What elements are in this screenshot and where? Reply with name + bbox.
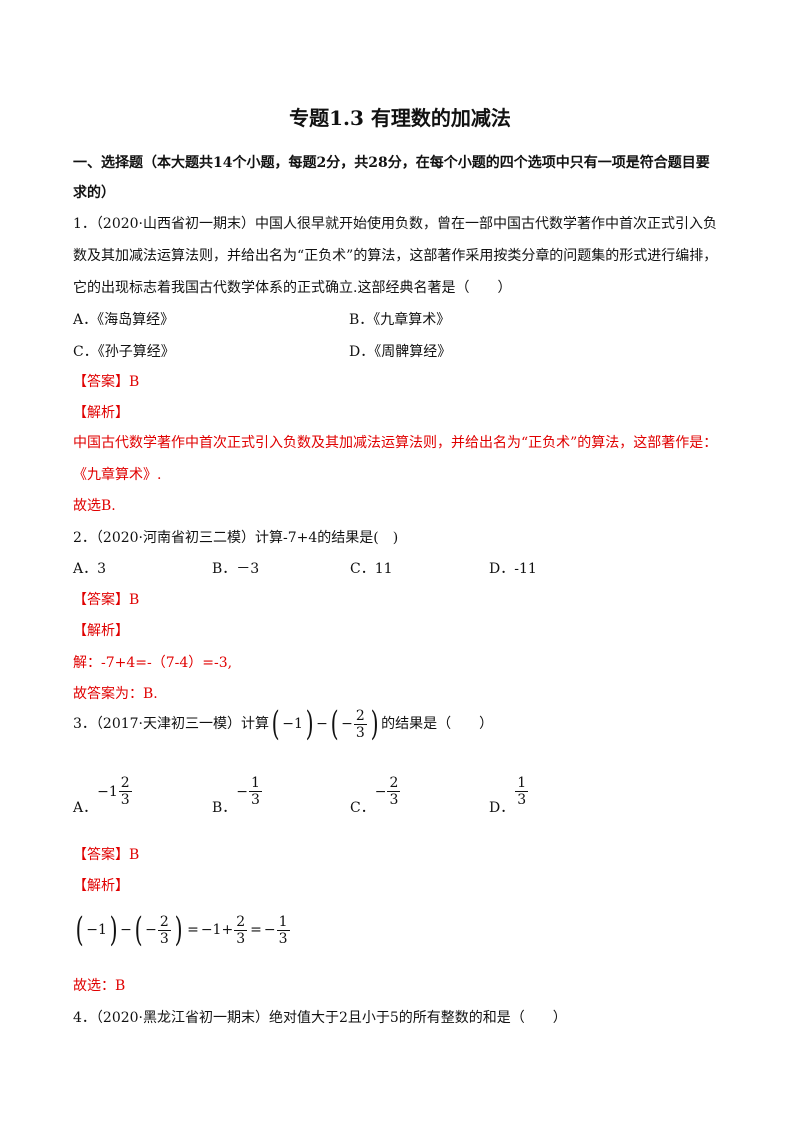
q2-explanation: 解：-7+4=-（7-4）=-3,	[73, 655, 233, 671]
q3-option-b-value: − 1 3	[236, 775, 263, 808]
q2-analysis-label: 【解析】	[73, 623, 129, 639]
q1-option-c: C．《孙子算经》	[73, 344, 175, 360]
q3-sol-neg-one-result: −1	[200, 922, 222, 938]
q2-option-a: A．3	[73, 561, 107, 577]
fraction-denominator: 3	[276, 929, 290, 947]
q3-stem: 3．（2017·天津初三一模）计算 ( −1 ) − ( − 2 3 ) 的结果…	[73, 704, 493, 744]
fraction-numerator: 2	[236, 913, 246, 930]
q2-stem: 2．（2020·河南省初三二模）计算-7+4的结果是( )	[73, 530, 399, 546]
fraction-denominator: 3	[515, 791, 529, 808]
option-label: B．	[212, 800, 237, 816]
q1-explanation-line2: 《九章算术》.	[73, 467, 162, 483]
right-paren-symbol: )	[174, 910, 183, 950]
whole-number: 1	[108, 783, 118, 800]
section-header: 一、选择题（本大题共14个小题，每题2分，共28分，在每个小题的四个选项中只有一…	[73, 155, 710, 171]
q3-solution: ( −1 ) − ( − 2 3 ) = −1 + 2 3 = − 1 3	[73, 906, 291, 954]
q1-stem-line3: 它的出现标志着我国古代数学体系的正式确立.这部经典名著是（ ）	[73, 280, 512, 296]
minus-sign: −	[97, 783, 109, 800]
q3-expr-minus: −	[316, 716, 328, 732]
fraction-denominator: 3	[353, 723, 367, 741]
q1-stem-line1: 1．（2020·山西省初一期末）中国人很早就开始使用负数，曾在一部中国古代数学著…	[73, 216, 717, 232]
q1-stem-line2: 数及其加减法运算法则，并给出名为“正负术”的算法，这部著作采用按类分章的问题集的…	[73, 248, 718, 264]
fraction-numerator: 2	[120, 775, 130, 791]
fraction-denominator: 3	[234, 929, 248, 947]
fraction-denominator: 3	[249, 791, 262, 808]
fraction: 2 3	[157, 913, 171, 947]
right-paren-symbol: )	[370, 704, 379, 744]
left-paren-symbol: (	[271, 704, 280, 744]
plus-sign: +	[221, 922, 234, 938]
q3-analysis-label: 【解析】	[73, 878, 129, 894]
left-paren-symbol: (	[330, 704, 339, 744]
q3-expr-neg-one: −1	[282, 716, 303, 732]
q3-option-d-value: 1 3	[514, 775, 529, 808]
fraction: 1 3	[249, 775, 262, 808]
minus-sign: −	[263, 922, 276, 938]
q3-sol-minus: −	[120, 922, 132, 938]
q1-explanation-line1: 中国古代数学著作中首次正式引入负数及其加减法运算法则，并给出名为“正负术”的算法…	[73, 435, 718, 451]
fraction-numerator: 1	[517, 775, 527, 791]
q3-sol-neg-one: −1	[86, 922, 107, 938]
fraction: 2 3	[118, 775, 132, 808]
fraction: 2 3	[387, 775, 401, 808]
q2-option-b: B．－3	[212, 561, 260, 577]
fraction-numerator: 1	[251, 775, 260, 791]
minus-sign: −	[236, 783, 249, 800]
q3-expr-fraction: 2 3	[353, 707, 367, 741]
q4-stem: 4．（2020·黑龙江省初一期末）绝对值大于2且小于5的所有整数的和是（ ）	[73, 1010, 567, 1026]
option-label: C．	[350, 800, 375, 816]
q3-conclusion: 故选：B	[73, 978, 126, 994]
q2-answer: 【答案】B	[73, 592, 140, 608]
fraction-numerator: 2	[159, 913, 169, 930]
fraction-numerator: 2	[355, 707, 365, 724]
fraction-denominator: 3	[157, 929, 171, 947]
option-label: D．	[489, 800, 515, 816]
q3-stem-prefix: 3．（2017·天津初三一模）计算	[73, 716, 269, 732]
minus-sign: −	[374, 783, 387, 800]
q1-option-b: B．《九章算术》	[349, 312, 451, 328]
left-paren-symbol: (	[134, 910, 143, 950]
q3-option-d: D． 1 3	[489, 770, 529, 820]
q1-analysis-label: 【解析】	[73, 405, 129, 421]
left-paren-symbol: (	[75, 910, 84, 950]
q1-option-a: A．《海岛算经》	[73, 312, 175, 328]
q1-option-d: D．《周髀算经》	[349, 344, 452, 360]
fraction-denominator: 3	[387, 791, 401, 808]
q2-conclusion: 故答案为：B.	[73, 686, 158, 702]
q1-answer: 【答案】B	[73, 374, 140, 390]
q1-conclusion: 故选B.	[73, 498, 116, 514]
q3-option-a: A． − 1 2 3	[73, 770, 133, 820]
q3-expression: ( −1 ) − ( − 2 3 )	[269, 707, 381, 741]
right-paren-symbol: )	[305, 704, 314, 744]
q3-answer: 【答案】B	[73, 847, 140, 863]
q3-stem-suffix: 的结果是（ ）	[381, 716, 494, 732]
fraction: 1 3	[515, 775, 529, 808]
q3-option-c: C． − 2 3	[350, 770, 401, 820]
fraction-numerator: 1	[278, 913, 288, 930]
fraction: 2 3	[234, 913, 248, 947]
q3-expr-inner-minus: −	[341, 716, 353, 732]
right-paren-symbol: )	[109, 910, 118, 950]
q3-option-b: B． − 1 3	[212, 770, 263, 820]
fraction-numerator: 2	[389, 775, 399, 791]
equals-sign: =	[187, 922, 199, 938]
q3-sol-inner-minus: −	[145, 922, 157, 938]
page-title: 专题1.3 有理数的加减法	[289, 106, 511, 130]
q3-option-a-value: − 1 2 3	[97, 775, 133, 808]
q3-option-c-value: − 2 3	[375, 775, 402, 808]
fraction-denominator: 3	[118, 791, 132, 808]
option-label: A．	[73, 800, 98, 816]
q2-option-c: C．11	[350, 561, 393, 577]
section-header-cont: 求的）	[73, 185, 115, 201]
equals-sign: =	[250, 922, 262, 938]
fraction: 1 3	[276, 913, 290, 947]
q2-option-d: D．-11	[489, 561, 537, 577]
